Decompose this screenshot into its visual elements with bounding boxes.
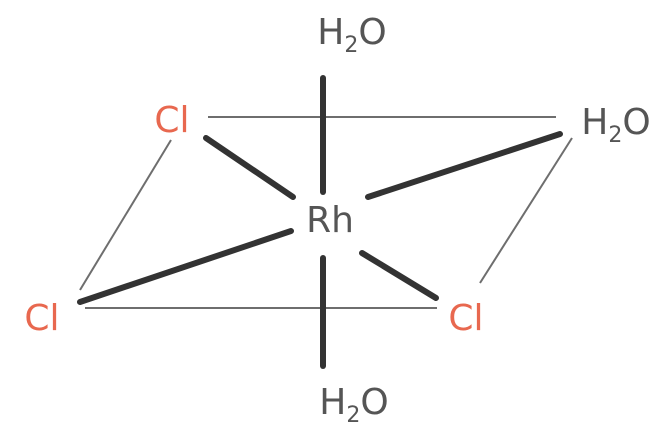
equatorial-plane xyxy=(79,116,573,309)
water-right-o: O xyxy=(622,102,650,143)
atom-chlorine-front-right: Cl xyxy=(448,298,483,339)
water-right-h: H xyxy=(581,102,608,143)
water-top-o: O xyxy=(358,12,386,53)
bond-cl-back-left xyxy=(203,135,296,200)
water-bottom-subscript: 2 xyxy=(346,403,360,428)
water-top-subscript: 2 xyxy=(344,33,358,58)
plane-edge-right xyxy=(479,137,573,284)
metal-bonds xyxy=(77,75,563,369)
plane-edge-left xyxy=(79,139,172,291)
bond-cl-front-right xyxy=(359,250,439,301)
atom-water-top: H2O xyxy=(317,12,386,58)
atom-chlorine-back-left: Cl xyxy=(154,100,189,141)
atom-water-back-right: H2O xyxy=(581,102,650,148)
bond-cl-front-left xyxy=(77,228,294,305)
water-bottom-o: O xyxy=(360,382,388,423)
bond-water-back-right xyxy=(365,131,563,200)
atom-rhodium: Rh xyxy=(306,200,354,241)
atom-chlorine-front-left: Cl xyxy=(24,298,59,339)
water-bottom-h: H xyxy=(319,382,346,423)
water-right-subscript: 2 xyxy=(608,123,622,148)
water-top-h: H xyxy=(317,12,344,53)
atom-water-bottom: H2O xyxy=(319,382,388,428)
